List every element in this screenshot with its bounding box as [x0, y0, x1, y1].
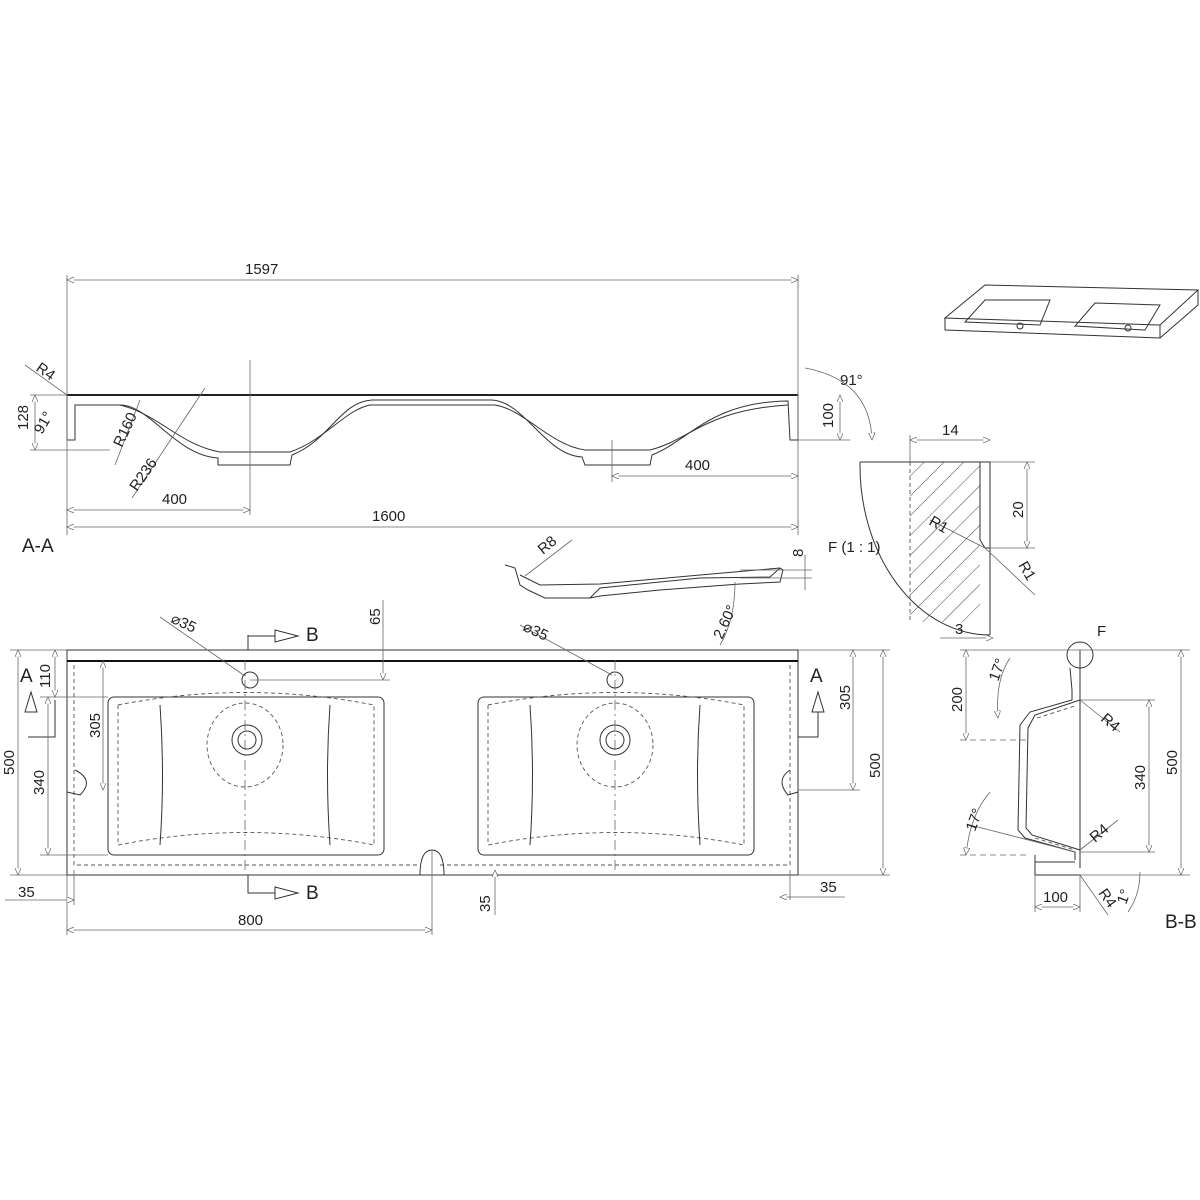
section-b-marker-top: B: [306, 625, 319, 646]
dim-500-right: 500: [867, 753, 884, 778]
dim-400-right: 400: [685, 457, 710, 474]
section-a-marker-left: A: [20, 666, 33, 687]
angle-17-top: 17°: [986, 656, 1010, 683]
dim-305-right: 305: [837, 685, 854, 710]
dim-1600: 1600: [372, 508, 405, 525]
dim-35-left: 35: [18, 884, 35, 901]
dim-35-right: 35: [820, 879, 837, 896]
section-a-a-label: A-A: [22, 536, 54, 557]
angle-91-right: 91°: [840, 372, 863, 389]
angle-1: 1°: [1114, 887, 1135, 906]
dim-1597: 1597: [245, 261, 278, 278]
section-b-b-label: B-B: [1165, 912, 1197, 933]
dim-500-left: 500: [1, 750, 18, 775]
hole-diameter-right: ⌀35: [520, 618, 550, 644]
detail-f-circle: [1066, 641, 1094, 669]
dim-14: 14: [942, 422, 959, 439]
isometric-view: [943, 284, 1200, 339]
dim-200: 200: [949, 687, 966, 712]
radius-r8: R8: [535, 533, 561, 558]
detail-f-ref: F: [1097, 623, 1106, 640]
dim-128: 128: [15, 405, 32, 430]
dim-3: 3: [955, 621, 963, 638]
dim-20: 20: [1010, 501, 1027, 518]
radius-r4: R4: [33, 359, 58, 384]
radius-r1-outer: R1: [1015, 559, 1039, 584]
detail-f: 14 20 R1 R1 3 F (1 : 1): [828, 422, 1039, 638]
section-a-marker-right: A: [810, 666, 823, 687]
section-a-a: 1597 1600 400 400 128 100 91° 91° R4 R16…: [15, 261, 872, 557]
dim-400-left: 400: [162, 491, 187, 508]
angle-17-bottom: 17°: [963, 806, 987, 833]
dim-8: 8: [790, 549, 807, 557]
dim-100-bb: 100: [1043, 889, 1068, 906]
dim-340-bb: 340: [1132, 765, 1149, 790]
dim-110: 110: [37, 664, 54, 688]
radius-r4-mid: R4: [1087, 821, 1113, 846]
section-b-marker-bottom: B: [306, 883, 319, 904]
dim-35-bottom: 35: [477, 895, 494, 912]
dim-65: 65: [367, 608, 384, 625]
dim-500-bb: 500: [1164, 750, 1181, 775]
radius-r160: R160: [110, 410, 141, 450]
plan-view: B B A A ⌀35 ⌀35 65 110 305 340 500: [1, 600, 890, 935]
detail-f-label: F (1 : 1): [828, 539, 881, 556]
section-b-b: F 200 17° 17° R4 R4 R4 340 500 100 1° B-…: [949, 623, 1197, 933]
dim-340: 340: [31, 770, 48, 795]
dim-800: 800: [238, 912, 263, 929]
dim-100: 100: [820, 403, 837, 428]
hole-diameter-left: ⌀35: [168, 610, 198, 636]
radius-r236: R236: [126, 455, 160, 494]
angle-2-60: 2.60°: [710, 603, 740, 642]
dim-305-left: 305: [87, 713, 104, 738]
